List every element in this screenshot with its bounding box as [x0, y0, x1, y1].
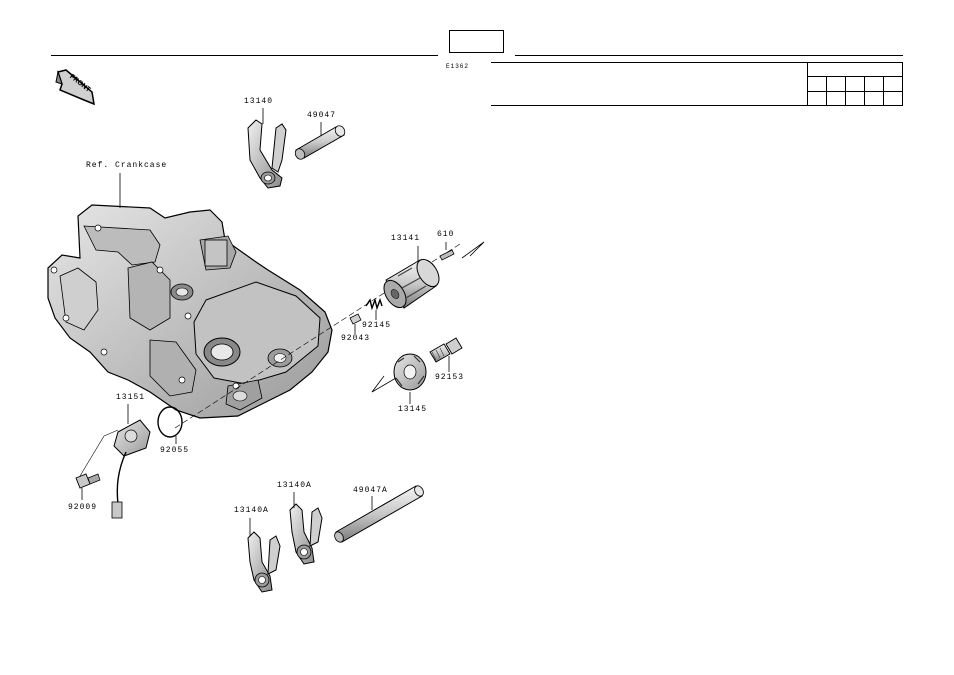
crankcase-drawing — [47, 204, 333, 419]
screw-92009 — [75, 473, 101, 489]
sensor-13151 — [111, 419, 151, 519]
title-box — [449, 30, 504, 53]
pin-610 — [439, 249, 455, 261]
header-rule-left — [51, 55, 438, 56]
shift-cam-13145 — [393, 353, 427, 391]
shift-fork-13140 — [247, 119, 287, 189]
callout-49047: 49047 — [307, 111, 337, 120]
pin-92043 — [349, 313, 362, 325]
callout-92043: 92043 — [341, 334, 371, 343]
header-rule-right — [515, 55, 903, 56]
front-arrow-icon — [55, 69, 95, 106]
o-ring-92055 — [157, 406, 183, 438]
callout-13140A-right: 13140A — [277, 481, 312, 490]
callout-13141: 13141 — [391, 234, 421, 243]
callout-13145: 13145 — [398, 405, 428, 414]
parts-grid-table — [491, 62, 903, 106]
callout-92153: 92153 — [435, 373, 465, 382]
bolt-92153 — [429, 337, 463, 363]
callout-13140: 13140 — [244, 97, 274, 106]
callout-92145: 92145 — [362, 321, 392, 330]
fork-shaft-49047 — [294, 125, 346, 160]
callout-92009: 92009 — [68, 503, 98, 512]
fork-shaft-49047A — [334, 485, 424, 543]
callout-49047A: 49047A — [353, 486, 388, 495]
shift-drum-13141 — [383, 258, 440, 309]
callout-13151: 13151 — [116, 393, 146, 402]
figure-id: E1362 — [446, 63, 470, 70]
callout-92055: 92055 — [160, 446, 190, 455]
shift-fork-13140A-left — [247, 531, 281, 593]
reference-label: Ref. Crankcase — [86, 161, 168, 170]
callout-610: 610 — [437, 230, 455, 239]
spring-92145 — [365, 297, 383, 311]
callout-13140A-left: 13140A — [234, 506, 269, 515]
shift-fork-13140A-right — [289, 503, 323, 565]
